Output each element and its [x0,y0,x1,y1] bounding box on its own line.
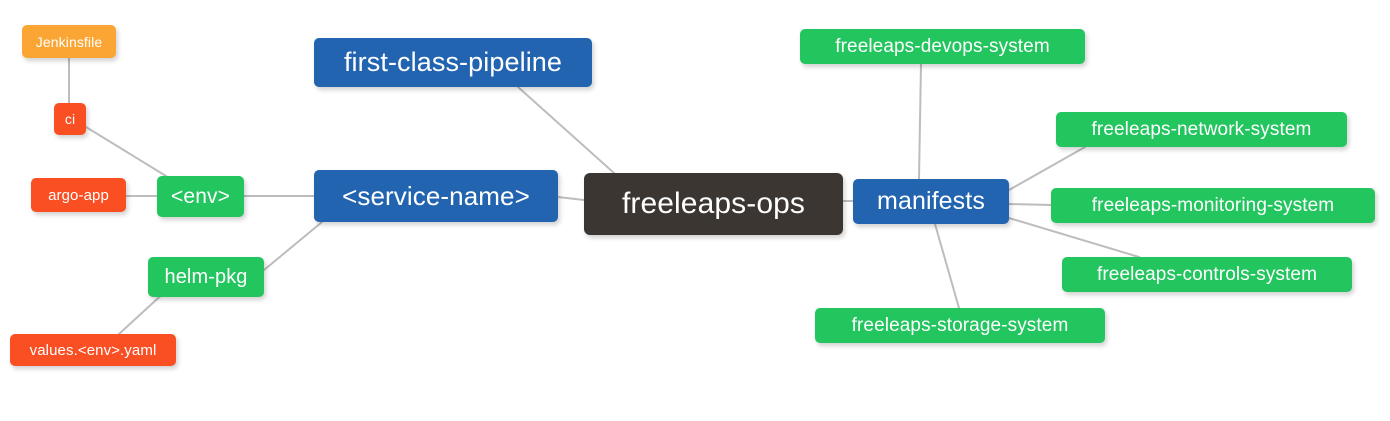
mindmap-node-label: freeleaps-devops-system [835,36,1050,57]
mindmap-node-helm-pkg[interactable]: helm-pkg [148,257,264,297]
mindmap-node-freeleaps-ops[interactable]: freeleaps-ops [584,173,843,235]
mindmap-node-label: first-class-pipeline [343,47,563,77]
edge-manifests-to-freeleaps-network-system [1008,146,1086,191]
edge-service-name-to-helm-pkg [263,221,323,271]
mindmap-node-freeleaps-controls-system[interactable]: freeleaps-controls-system [1062,257,1352,292]
edge-manifests-to-freeleaps-devops-system [918,63,922,180]
mindmap-node-label: freeleaps-storage-system [851,315,1069,336]
mindmap-node-label: argo-app [48,186,109,204]
mindmap-node-values-env-yaml[interactable]: values.<env>.yaml [10,334,176,366]
mindmap-node-label: freeleaps-controls-system [1096,264,1318,285]
mindmap-node-label: helm-pkg [164,266,248,288]
mindmap-node-label: <env> [171,185,230,208]
mindmap-node-freeleaps-devops-system[interactable]: freeleaps-devops-system [800,29,1085,64]
mindmap-node-freeleaps-network-system[interactable]: freeleaps-network-system [1056,112,1347,147]
mindmap-node-label: ci [64,111,76,127]
mindmap-node-freeleaps-storage-system[interactable]: freeleaps-storage-system [815,308,1105,343]
edge-env-to-ci [85,126,167,177]
mindmap-node-first-class-pipeline[interactable]: first-class-pipeline [314,38,592,87]
mindmap-node-label: Jenkinsfile [35,33,103,50]
mindmap-node-ci[interactable]: ci [54,103,86,135]
edge-manifests-to-freeleaps-controls-system [1008,217,1140,258]
mindmap-node-env[interactable]: <env> [157,176,244,217]
mindmap-node-label: manifests [877,187,985,215]
mindmap-node-freeleaps-monitoring-system[interactable]: freeleaps-monitoring-system [1051,188,1375,223]
edge-manifests-to-freeleaps-monitoring-system [1008,203,1052,206]
mindmap-node-jenkinsfile[interactable]: Jenkinsfile [22,25,116,58]
edge-freeleaps-ops-to-first-class-pipeline [517,86,615,174]
mindmap-node-argo-app[interactable]: argo-app [31,178,126,212]
edge-freeleaps-ops-to-service-name [557,196,585,201]
mindmap-node-manifests[interactable]: manifests [853,179,1009,224]
mindmap-node-label: freeleaps-monitoring-system [1091,195,1335,216]
mindmap-node-label: freeleaps-ops [621,187,806,220]
edge-manifests-to-freeleaps-storage-system [934,223,960,309]
mindmap-node-service-name[interactable]: <service-name> [314,170,558,222]
mindmap-node-label: freeleaps-network-system [1091,119,1312,140]
mindmap-node-label: values.<env>.yaml [29,341,157,359]
mindmap-node-label: <service-name> [342,181,530,211]
